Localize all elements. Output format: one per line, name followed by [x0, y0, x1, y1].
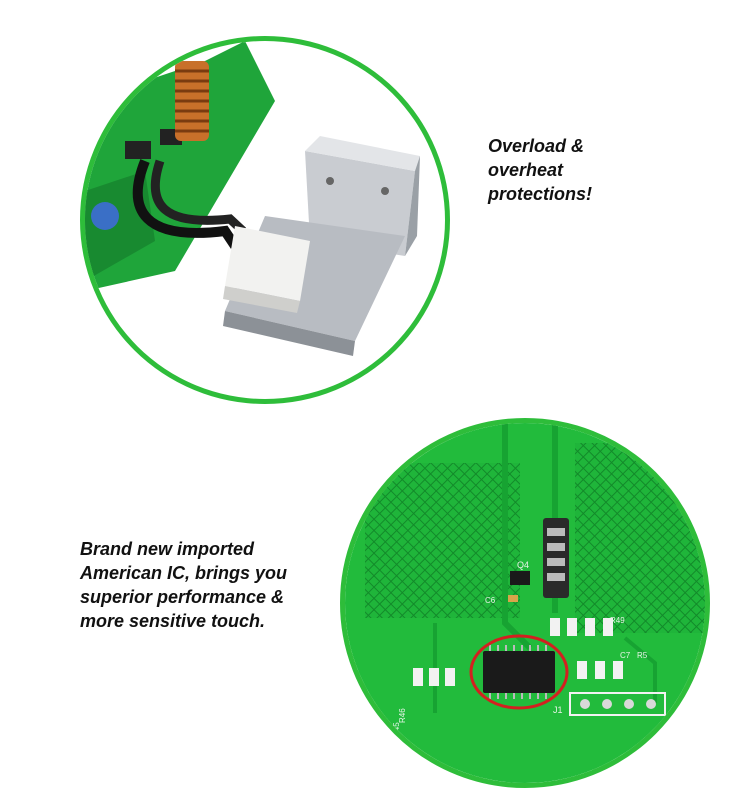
ic-caption: Brand new imported American IC, brings y… — [80, 537, 287, 633]
pcb-illustration: Q4 C6 R49 R46 — [345, 423, 705, 783]
heatsink-illustration — [85, 41, 420, 356]
label-r45: R45 — [392, 722, 401, 737]
label-r49: R49 — [610, 616, 625, 625]
pcb-photo: Q4 C6 R49 R46 — [340, 418, 710, 788]
caption-line: superior performance & — [80, 587, 285, 607]
label-r47: R47 — [386, 736, 395, 751]
label-r46: R46 — [398, 708, 407, 723]
caption-line: protections! — [488, 184, 593, 204]
label-c6: C6 — [485, 596, 496, 605]
overload-caption: Overload & overheat protections! — [488, 134, 592, 206]
ic-highlight-ring — [469, 634, 569, 710]
caption-line: Overload & — [488, 136, 585, 156]
label-q4: Q4 — [517, 560, 529, 570]
heatsink-photo — [80, 36, 450, 404]
caption-line: more sensitive touch. — [80, 611, 266, 631]
caption-line: American IC, brings you — [80, 563, 288, 583]
caption-line: Brand new imported — [80, 539, 255, 559]
label-c7: C7 — [620, 651, 631, 660]
label-r5: R5 — [637, 651, 648, 660]
caption-line: overheat — [488, 160, 564, 180]
label-j1: J1 — [553, 705, 563, 715]
